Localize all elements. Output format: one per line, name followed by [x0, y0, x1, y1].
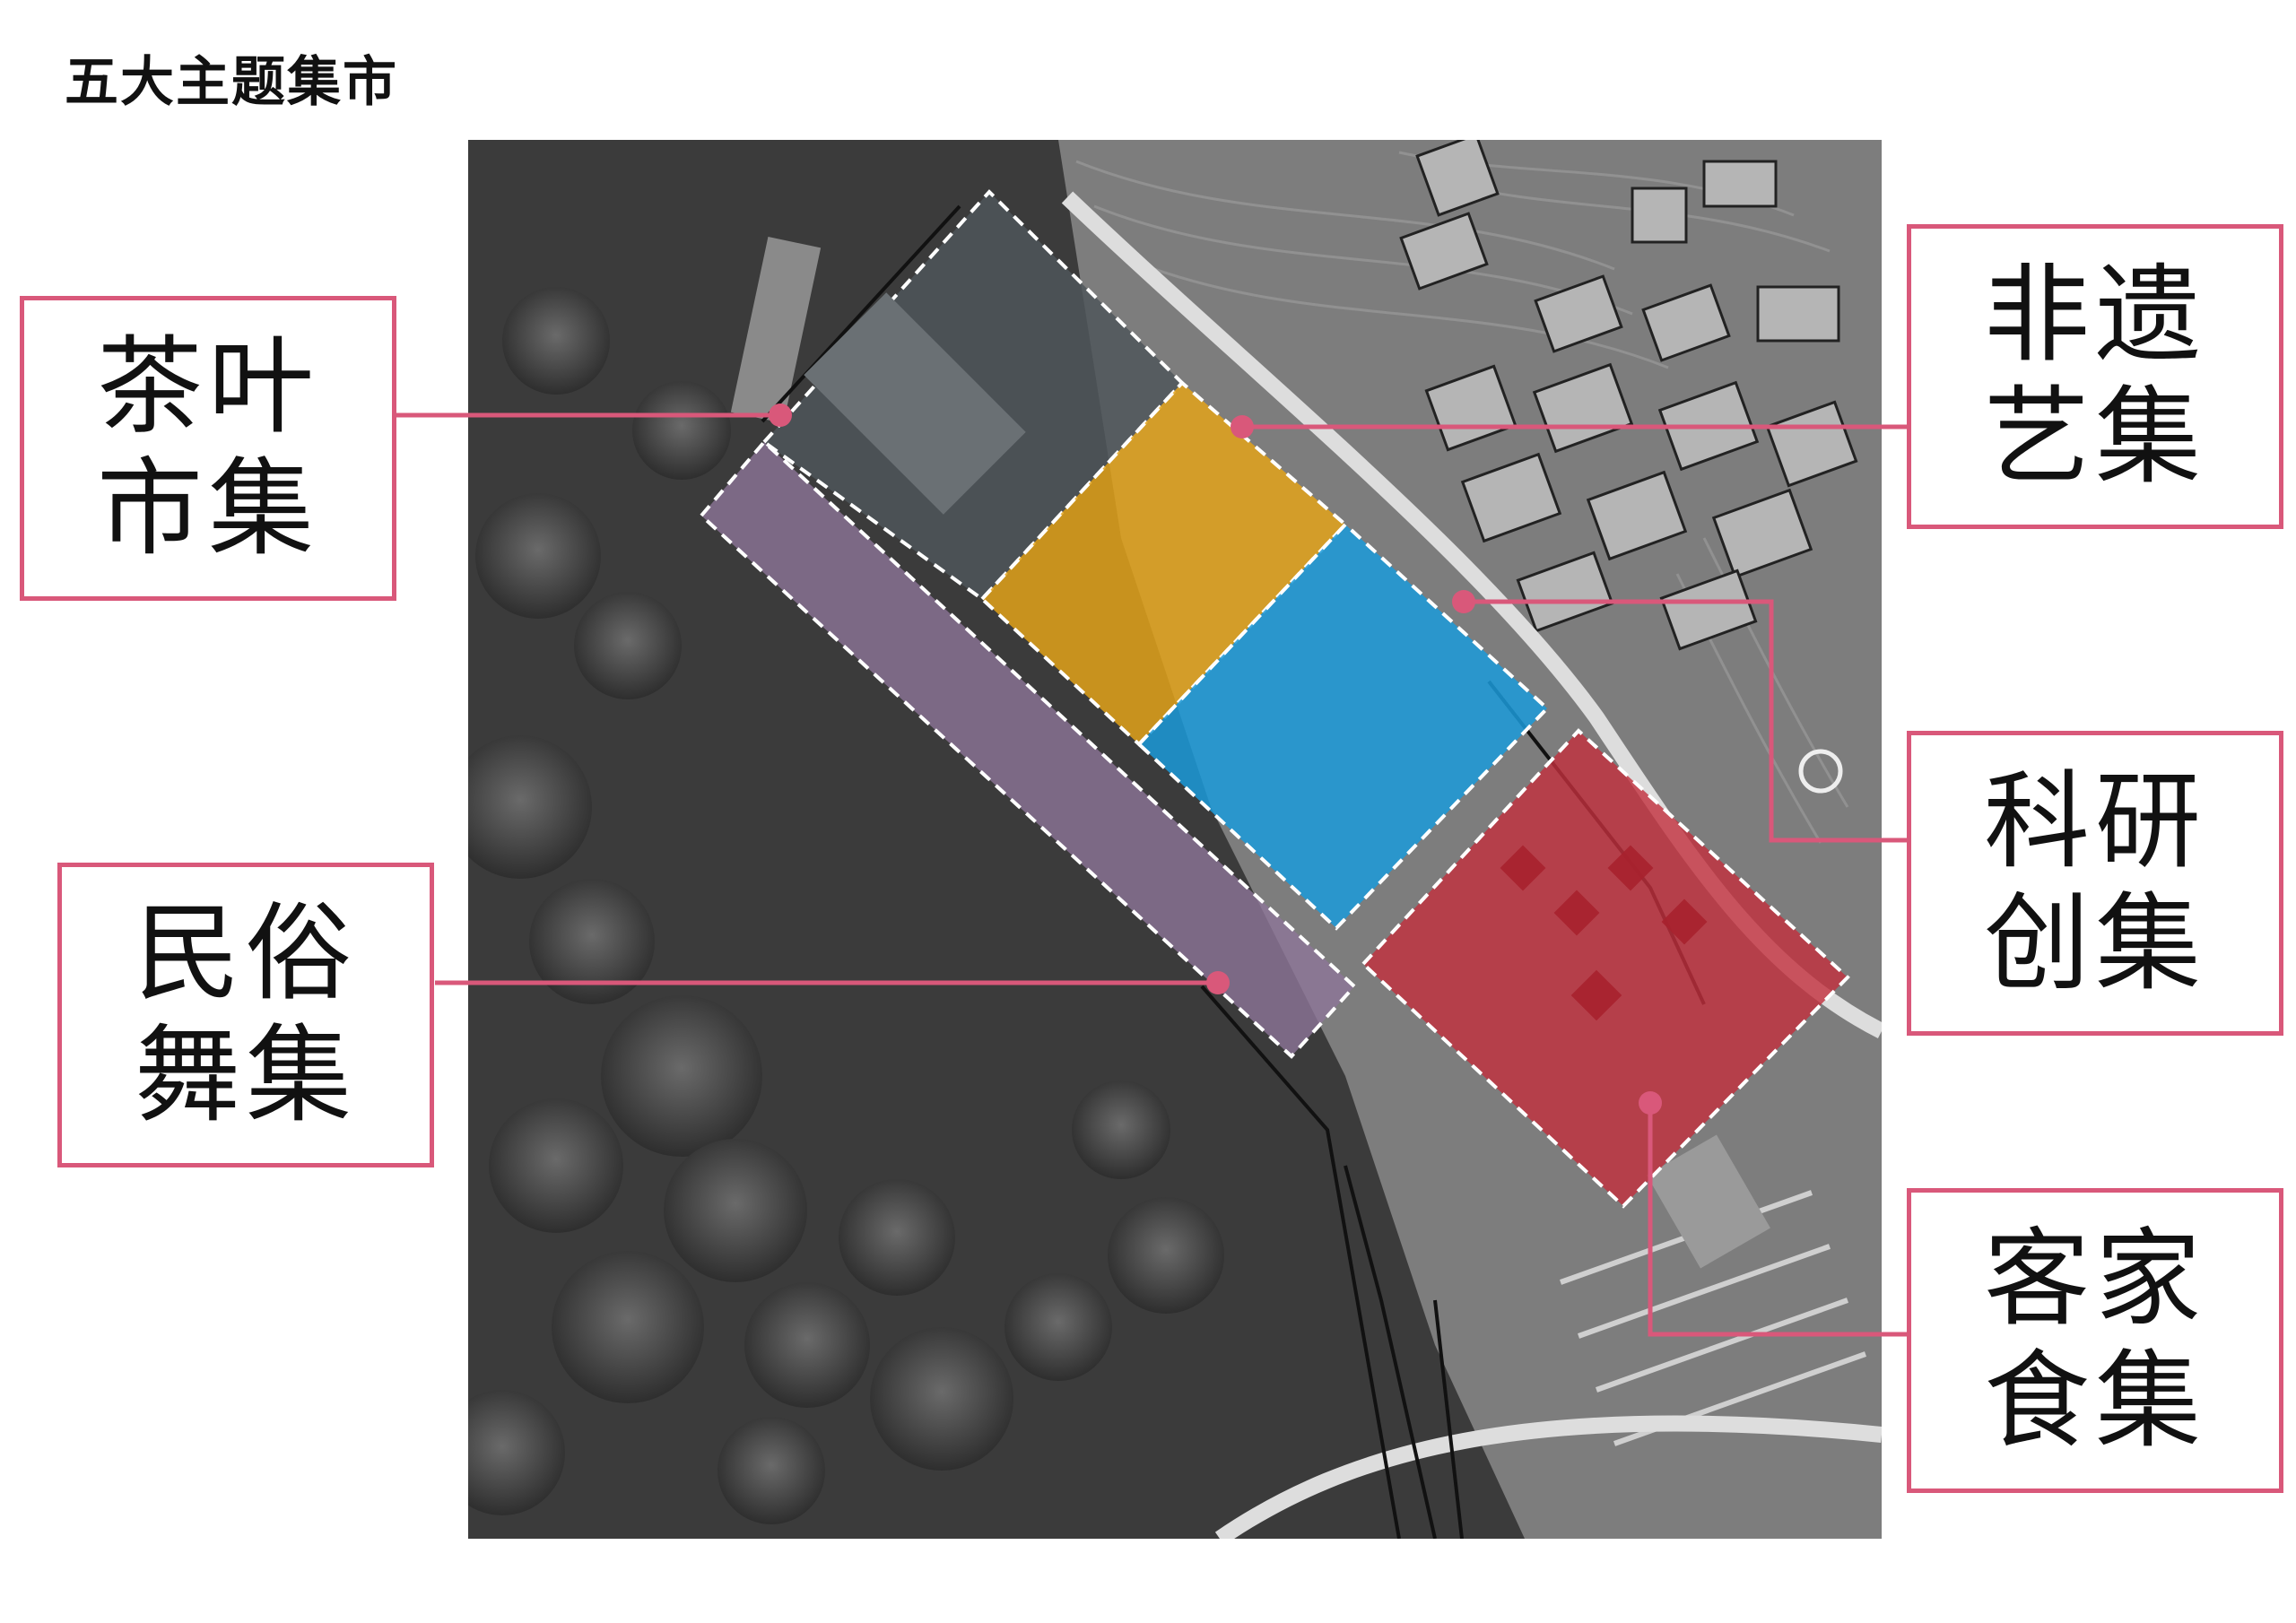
callout-food-line2: 食集	[1983, 1339, 2206, 1462]
callout-research-line2: 创集	[1983, 881, 2206, 1005]
callout-tea-market: 茶叶 市集	[20, 296, 396, 601]
callout-tea-line2: 市集	[96, 447, 319, 570]
callout-craft-line2: 艺集	[1983, 375, 2206, 499]
zone-folk-area	[699, 439, 1357, 1059]
leader-dots	[769, 404, 1662, 1115]
callout-research-market: 科研 创集	[1907, 731, 2283, 1036]
callout-food-line1: 客家	[1983, 1217, 2206, 1341]
callout-folk-line2: 舞集	[134, 1013, 357, 1137]
zone-food-area	[1361, 728, 1850, 1209]
callout-craft-market: 非遗 艺集	[1907, 224, 2283, 529]
page-title: 五大主题集市	[65, 51, 398, 114]
leader-lines	[395, 412, 1909, 1337]
zone-craft-area	[979, 380, 1348, 747]
callout-food-market: 客家 食集	[1907, 1188, 2283, 1493]
callout-research-line1: 科研	[1983, 759, 2206, 884]
zone-research-area	[1136, 522, 1550, 931]
callout-tea-line1: 茶叶	[96, 325, 319, 449]
callout-folk-market: 民俗 舞集	[57, 863, 434, 1167]
callout-craft-line1: 非遗	[1983, 253, 2206, 378]
callout-folk-line1: 民俗	[134, 891, 357, 1016]
